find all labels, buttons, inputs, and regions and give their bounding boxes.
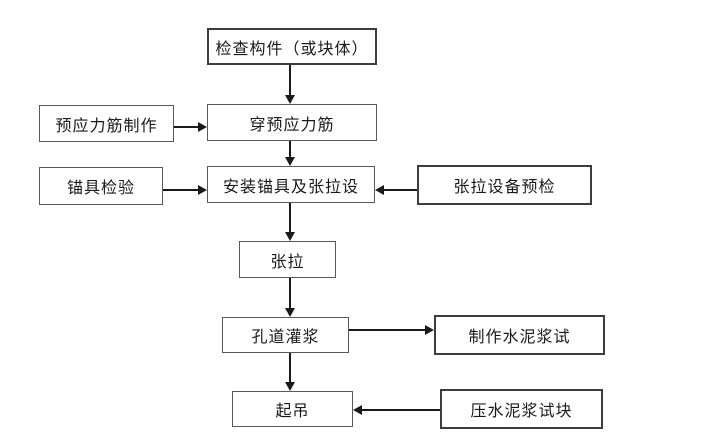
arrow-line [174,126,199,128]
arrowhead-down-icon [285,382,295,391]
arrow-line [289,65,291,96]
arrowhead-down-icon [285,232,295,241]
arrow-line [362,409,440,411]
flow-node-tendon-fabrication: 预应力筋制作 [39,105,174,142]
arrowhead-down-icon [285,95,295,104]
arrowhead-down-icon [285,308,295,317]
arrow-line [289,353,291,383]
flow-node-duct-grouting: 孔道灌浆 [222,317,349,353]
arrowhead-right-icon [198,122,207,132]
arrowhead-down-icon [285,157,295,166]
flow-node-check-component: 检查构件（或块体） [207,28,377,65]
arrowhead-left-icon [353,405,362,415]
arrowhead-left-icon [375,185,384,195]
flow-node-anchorage-inspection: 锚具检验 [39,167,163,205]
flow-node-thread-tendon: 穿预应力筋 [207,104,377,141]
arrow-line [289,203,291,233]
flow-node-press-cement-paste-block: 压水泥浆试块 [440,389,603,429]
flow-node-tensioning: 张拉 [239,241,336,278]
arrow-line [163,189,199,191]
flow-node-install-anchorage-tension: 安装锚具及张拉设 [207,166,375,203]
arrowhead-right-icon [198,185,207,195]
flow-node-hoisting: 起吊 [232,391,353,427]
flow-node-make-cement-paste-test: 制作水泥浆试 [434,315,605,355]
arrow-line [349,329,426,331]
arrow-line [289,141,291,158]
arrow-line [384,189,417,191]
flow-node-tension-equipment-precheck: 张拉设备预检 [417,165,592,205]
arrow-line [289,278,291,309]
arrowhead-right-icon [425,325,434,335]
